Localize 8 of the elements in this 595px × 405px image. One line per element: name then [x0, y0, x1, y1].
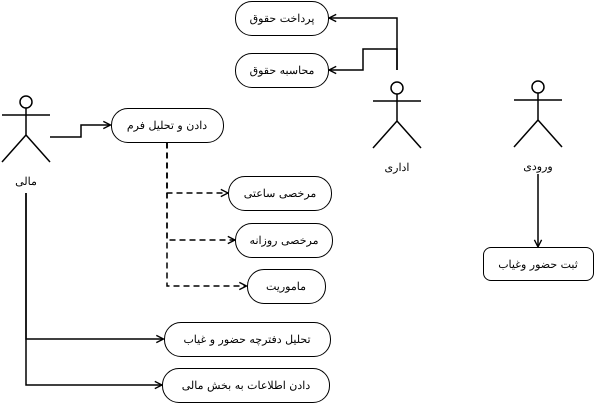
- arrow: [328, 48, 398, 74]
- actor-label: ورودی: [523, 161, 553, 173]
- arrow: [25, 193, 163, 390]
- arrow: [166, 142, 248, 290]
- arrow: [534, 174, 542, 248]
- actor-label: اداری: [384, 162, 410, 174]
- arrow: [50, 120, 112, 138]
- actor-label: مالی: [15, 176, 37, 188]
